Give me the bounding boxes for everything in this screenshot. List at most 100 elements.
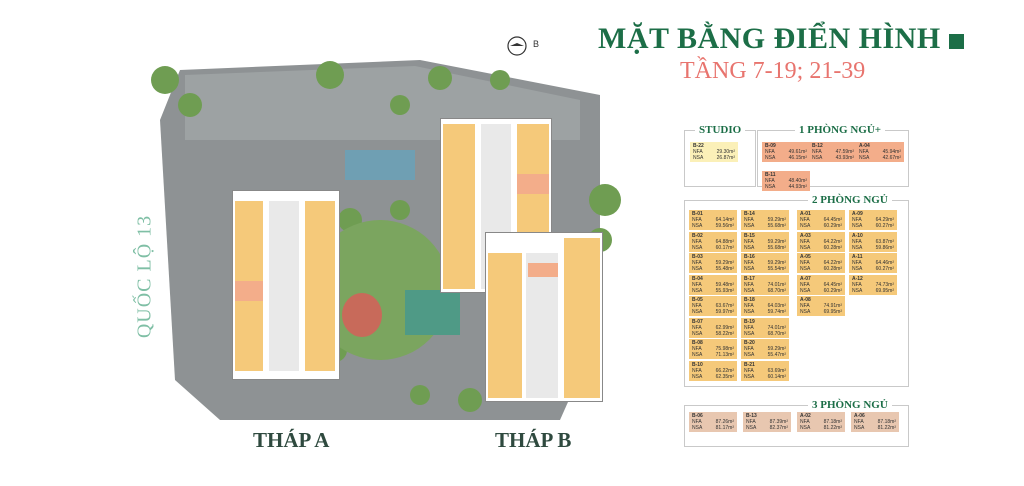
nsa-label: NSA — [854, 425, 865, 431]
nfa-label: NFA — [692, 419, 702, 425]
nfa-label: NFA — [744, 217, 754, 223]
nfa-label: NFA — [692, 260, 702, 266]
nsa-value: 43.93m² — [835, 155, 854, 161]
nfa-value: 45.94m² — [882, 149, 901, 155]
nfa-label: NFA — [692, 367, 702, 374]
nfa-label: NFA — [854, 419, 864, 425]
nfa-value: 74.73m² — [875, 281, 894, 288]
nsa-value: 60.29m² — [823, 287, 842, 294]
unit-code: B-06 — [692, 413, 703, 419]
nfa-value: 59.29m² — [715, 260, 734, 266]
nsa-label: NSA — [692, 309, 703, 315]
nsa-label: NSA — [744, 266, 755, 272]
playground — [342, 293, 382, 337]
unit-code: A-04 — [859, 143, 870, 149]
legend-studio-title: STUDIO — [695, 124, 746, 136]
nsa-value: 60.28m² — [823, 266, 842, 272]
nsa-value: 60.27m² — [875, 266, 894, 272]
tower-a-unit-a04 — [235, 281, 263, 301]
nsa-label: NSA — [744, 287, 755, 294]
nfa-value: 64.46m² — [875, 260, 894, 266]
nfa-value: 75.98m² — [715, 346, 734, 352]
unit-code: B-02 — [692, 232, 703, 239]
nfa-value: 64.14m² — [715, 217, 734, 223]
nsa-label: NSA — [765, 184, 776, 190]
unit-code: B-20 — [744, 340, 755, 346]
nfa-value: 64.88m² — [715, 238, 734, 245]
nfa-value: 64.03m² — [767, 303, 786, 309]
unit-code: A-08 — [800, 297, 811, 303]
road-label: QUỐC LỘ 13 — [133, 214, 156, 339]
nsa-value: 59.74m² — [767, 309, 786, 315]
unit-code: B-21 — [744, 361, 755, 368]
tower-a-building — [232, 190, 340, 380]
tower-b-unit-b12 — [528, 263, 558, 277]
compass-label: B — [533, 39, 540, 49]
tower-b-left-wing — [443, 124, 475, 289]
nsa-value: 26.87m² — [716, 155, 735, 161]
nfa-label: NFA — [744, 303, 754, 309]
nsa-label: NSA — [852, 244, 863, 251]
nsa-label: NSA — [852, 266, 863, 272]
nsa-value: 68.70m² — [767, 287, 786, 294]
nsa-value: 82.37m² — [769, 425, 788, 431]
nfa-value: 74.01m² — [767, 281, 786, 288]
nsa-value: 60.14m² — [767, 373, 786, 380]
nsa-label: NSA — [744, 244, 755, 251]
nfa-label: NFA — [852, 281, 862, 288]
tower-a-core — [269, 201, 299, 371]
nfa-label: NFA — [852, 217, 862, 223]
unit-code: B-16 — [744, 254, 755, 260]
unit-code: B-04 — [692, 275, 703, 282]
nfa-label: NFA — [812, 149, 822, 155]
nfa-row: NFA 59.29m² — [692, 260, 734, 266]
nfa-value: 74.01m² — [767, 324, 786, 331]
nsa-value: 55.54m² — [767, 266, 786, 272]
nfa-label: NFA — [692, 217, 702, 223]
unit-code: A-05 — [800, 254, 811, 260]
nsa-label: NSA — [693, 155, 704, 161]
nsa-value: 58.22m² — [715, 330, 734, 337]
nfa-value: 64.45m² — [823, 281, 842, 288]
tower-b-south-building — [485, 232, 603, 402]
nsa-label: NSA — [746, 425, 757, 431]
nfa-label: NFA — [800, 217, 810, 223]
nsa-label: NSA — [800, 425, 811, 431]
nsa-label: NSA — [800, 266, 811, 272]
legend-one-bed-title: 1 PHÒNG NGỦ+ — [795, 124, 886, 136]
nsa-value: 55.93m² — [715, 287, 734, 294]
nsa-label: NSA — [859, 155, 870, 161]
nsa-label: NSA — [744, 373, 755, 380]
nfa-label: NFA — [693, 149, 703, 155]
nsa-label: NSA — [744, 352, 755, 358]
